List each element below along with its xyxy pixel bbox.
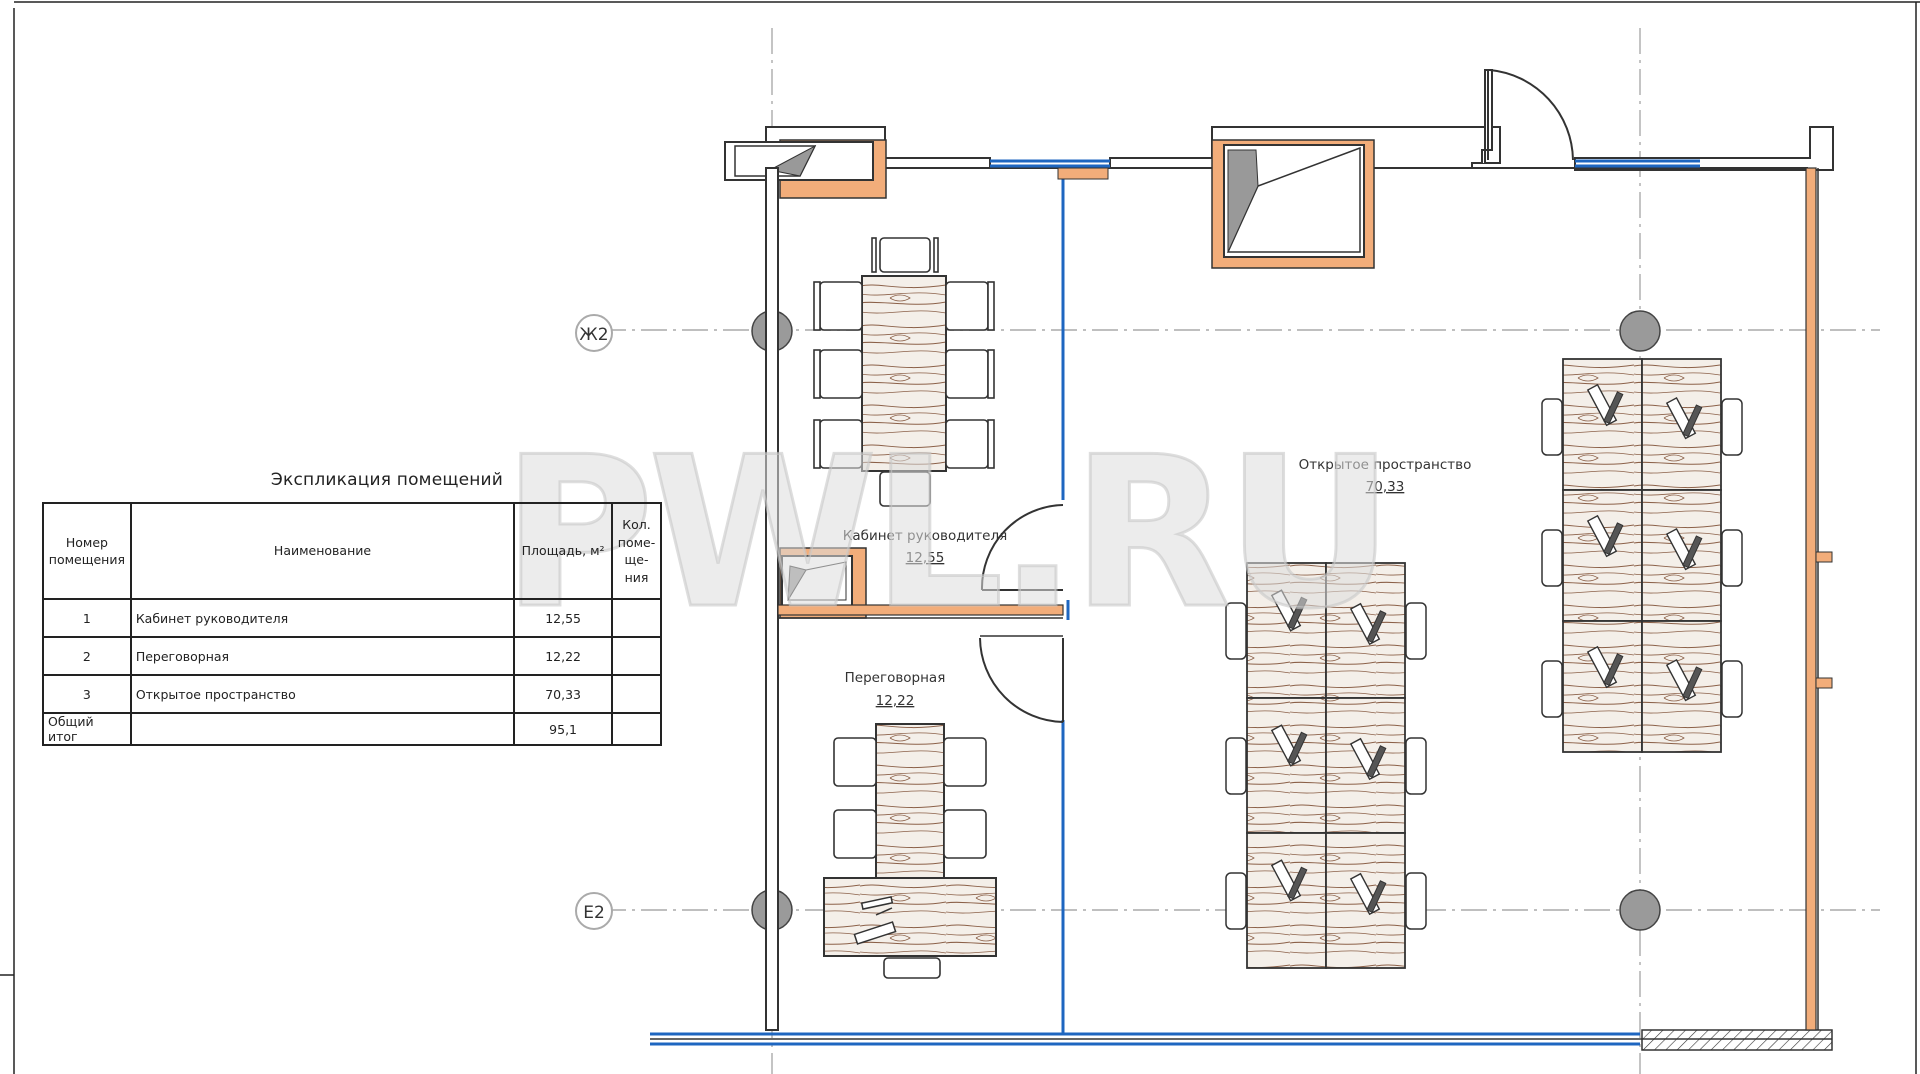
- cell-area: 12,22: [513, 636, 614, 676]
- room-name-meeting: Кабинет руководителя: [843, 528, 1007, 544]
- room-area-manager: 12,22: [876, 693, 915, 709]
- table-row: 3 Открытое пространство 70,33: [42, 674, 662, 714]
- chair: [1721, 529, 1743, 587]
- room-label-open-space: Открытое пространство 70,33: [1299, 457, 1472, 495]
- ventilation-shaft-left: [724, 139, 887, 199]
- chair: [1721, 398, 1743, 456]
- desk: [1562, 358, 1643, 491]
- manager-office-furniture: [823, 723, 997, 979]
- room-name-open-space: Открытое пространство: [1299, 457, 1472, 473]
- keyboard: [1603, 653, 1624, 687]
- keyboard: [1287, 731, 1308, 765]
- keyboard: [1366, 745, 1387, 779]
- chair: [1721, 660, 1743, 718]
- chair: [1225, 737, 1247, 795]
- room-area-meeting: 12,55: [906, 550, 945, 566]
- glazing: [650, 159, 1700, 1046]
- partition-wall: [1061, 175, 1070, 1034]
- cell-count: [611, 636, 662, 676]
- axis-bubble-top: Ж2: [575, 314, 613, 352]
- header-count: Кол. поме­ще­ния: [611, 502, 662, 600]
- cell-area: 12,55: [513, 598, 614, 638]
- table-row: 2 Переговорная 12,22: [42, 636, 662, 676]
- desk: [1246, 697, 1327, 834]
- workstations: [1225, 358, 1743, 969]
- meeting-table-group: [813, 237, 995, 507]
- explication-block: Экспликация помещений Номер поме­ще­ния …: [42, 470, 662, 746]
- cell-count: [611, 598, 662, 638]
- table-row: 1 Кабинет руководителя 12,55: [42, 598, 662, 638]
- explication-table: Номер поме­ще­ния Наименование Площадь, …: [42, 502, 662, 746]
- right-wall-insulation: [1805, 167, 1817, 1031]
- chair: [1541, 529, 1563, 587]
- cell-name: Кабинет руководителя: [129, 598, 516, 638]
- left-wall: [765, 167, 779, 1031]
- explication-title: Экспликация помещений: [270, 470, 504, 490]
- table-total-row: Общий итог 95,1: [42, 712, 662, 746]
- desk: [1246, 832, 1327, 969]
- room-label-manager: Переговорная 12,22: [845, 670, 946, 709]
- cell-total-area: 95,1: [513, 712, 614, 746]
- cell-area: 70,33: [513, 674, 614, 714]
- cell-total-name: [129, 712, 516, 746]
- chair: [1541, 398, 1563, 456]
- header-room-name: Наименование: [129, 502, 516, 600]
- keyboard: [1287, 596, 1308, 630]
- keyboard: [1603, 391, 1624, 425]
- axis-label-top: Ж2: [579, 325, 608, 345]
- chair: [1405, 872, 1427, 930]
- cell-name: Открытое пространство: [129, 674, 516, 714]
- room-name-manager: Переговорная: [845, 670, 946, 686]
- chair: [1225, 602, 1247, 660]
- header-area: Площадь, м²: [513, 502, 614, 600]
- room-area-open-space: 70,33: [1366, 479, 1405, 495]
- cell-total-label: Общий итог: [42, 712, 132, 746]
- keyboard: [1287, 866, 1308, 900]
- chair: [1541, 660, 1563, 718]
- keyboard: [1366, 610, 1387, 644]
- ventilation-shaft-center: [1211, 139, 1375, 269]
- keyboard: [1366, 880, 1387, 914]
- chair: [1405, 737, 1427, 795]
- cell-number: 1: [42, 598, 132, 638]
- doors: [979, 69, 1574, 723]
- keyboard: [1682, 404, 1703, 438]
- interior-partition: [777, 604, 1064, 637]
- axis-bubble-bottom: Е2: [575, 892, 613, 930]
- chair: [1225, 872, 1247, 930]
- structural-columns: [751, 310, 1661, 931]
- cell-total-count: [611, 712, 662, 746]
- cell-count: [611, 674, 662, 714]
- cell-number: 3: [42, 674, 132, 714]
- cell-number: 2: [42, 636, 132, 676]
- chair: [1405, 602, 1427, 660]
- hatched-wall: [1641, 1029, 1833, 1051]
- cell-name: Переговорная: [129, 636, 516, 676]
- desk: [1562, 489, 1643, 622]
- keyboard: [1682, 535, 1703, 569]
- desk: [1562, 620, 1643, 753]
- room-label-meeting: Кабинет руководителя 12,55: [843, 528, 1007, 566]
- keyboard: [1603, 522, 1624, 556]
- axis-label-bottom: Е2: [583, 903, 605, 923]
- header-room-number: Номер поме­ще­ния: [42, 502, 132, 600]
- table-header-row: Номер поме­ще­ния Наименование Площадь, …: [42, 502, 662, 600]
- keyboard: [1682, 666, 1703, 700]
